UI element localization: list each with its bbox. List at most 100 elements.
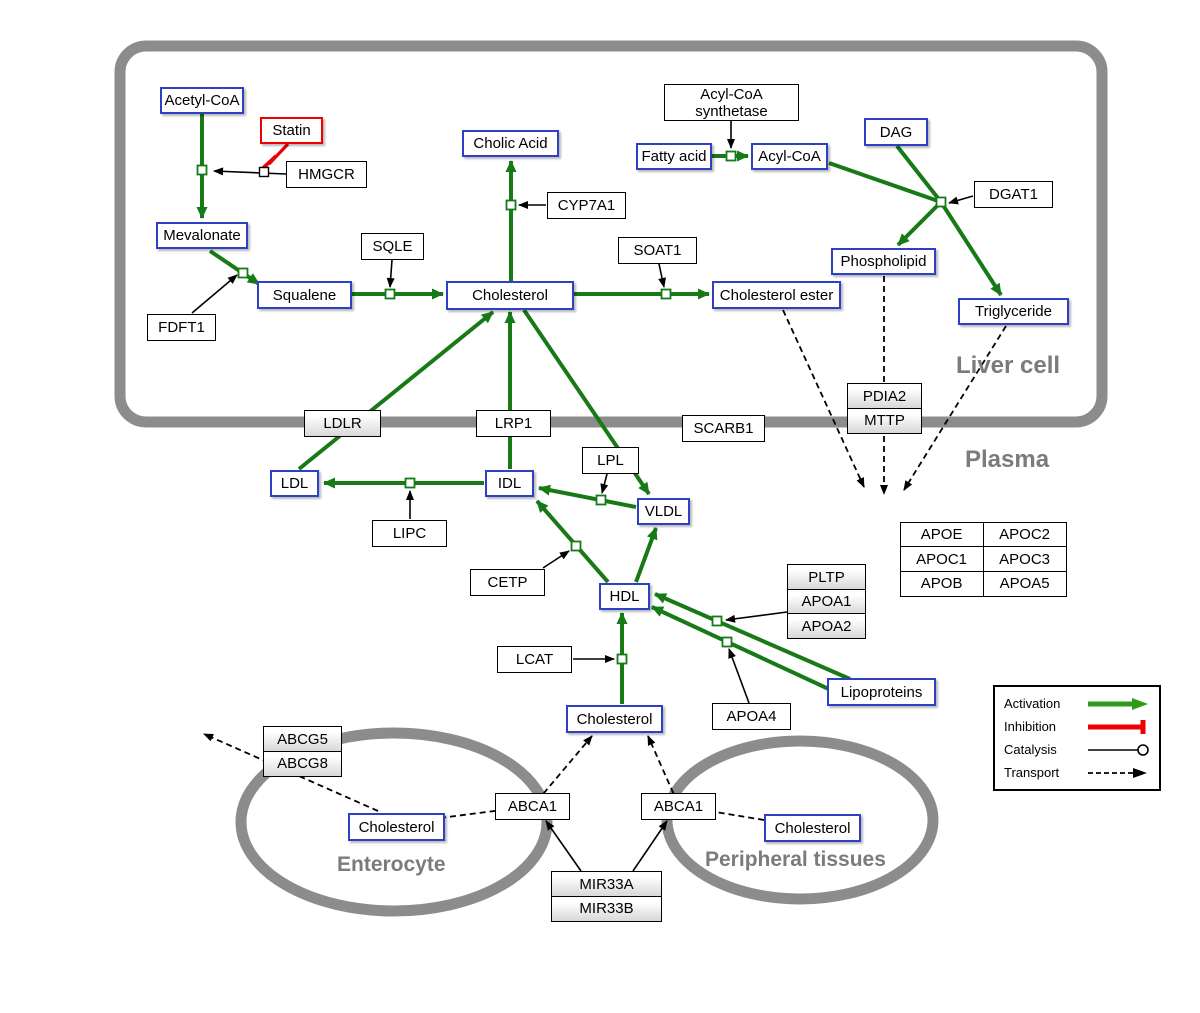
node-apoa2[interactable]: APOA2 bbox=[787, 613, 866, 640]
node-lipc[interactable]: LIPC bbox=[372, 520, 447, 547]
liver-cell-membrane bbox=[114, 40, 1108, 428]
node-cholesterol-liver[interactable]: Cholesterol bbox=[446, 281, 574, 310]
stack-abcg5-abcg8: ABCG5 ABCG8 bbox=[263, 726, 342, 777]
node-cholesterol-plasma[interactable]: Cholesterol bbox=[566, 705, 663, 733]
node-fdft1[interactable]: FDFT1 bbox=[147, 314, 216, 341]
node-fatty-acid[interactable]: Fatty acid bbox=[636, 143, 712, 170]
node-acyl-coa[interactable]: Acyl-CoA bbox=[751, 143, 828, 170]
node-pdia2[interactable]: PDIA2 bbox=[847, 383, 922, 409]
activation-arrow-icon bbox=[1088, 697, 1148, 710]
stack-pdia2-mttp: PDIA2 MTTP bbox=[847, 383, 922, 434]
node-apoc3[interactable]: APOC3 bbox=[982, 546, 1067, 573]
transport-cholesterol-ester-to-plasma bbox=[782, 309, 865, 488]
node-cholesterol-enterocyte[interactable]: Cholesterol bbox=[348, 813, 445, 841]
activation-mevalonate-to-squalene bbox=[208, 249, 261, 286]
node-lcat[interactable]: LCAT bbox=[497, 646, 572, 673]
anchor-cholesterol-cholic-acid bbox=[505, 199, 517, 211]
node-abca1-left[interactable]: ABCA1 bbox=[495, 793, 570, 820]
enterocyte-label: Enterocyte bbox=[337, 853, 446, 876]
node-cholesterol-ester[interactable]: Cholesterol ester bbox=[712, 281, 841, 309]
node-dag[interactable]: DAG bbox=[864, 118, 928, 146]
node-apoc2[interactable]: APOC2 bbox=[982, 521, 1067, 548]
anchor-lipoproteins-hdl-upper bbox=[711, 615, 723, 627]
legend-row-catalysis: Catalysis bbox=[1004, 742, 1150, 758]
node-idl[interactable]: IDL bbox=[485, 470, 534, 497]
node-phospholipid[interactable]: Phospholipid bbox=[831, 248, 936, 275]
node-statin[interactable]: Statin bbox=[260, 117, 323, 144]
catalysis-soat1 bbox=[658, 263, 666, 288]
node-ldlr[interactable]: LDLR bbox=[304, 410, 381, 437]
catalysis-mir33-to-abca1-left bbox=[545, 820, 582, 872]
catalysis-pltp-apoa1-apoa2 bbox=[725, 611, 788, 623]
node-lipoproteins[interactable]: Lipoproteins bbox=[827, 678, 936, 706]
node-sqle[interactable]: SQLE bbox=[361, 233, 424, 260]
legend-row-activation: Activation bbox=[1004, 696, 1150, 712]
node-cholic-acid[interactable]: Cholic Acid bbox=[462, 130, 559, 157]
node-vldl[interactable]: VLDL bbox=[637, 498, 690, 525]
anchor-statin-target bbox=[258, 166, 270, 178]
catalysis-sqle bbox=[386, 259, 395, 288]
legend-row-inhibition: Inhibition bbox=[1004, 719, 1150, 735]
node-acyl-coa-synthetase[interactable]: Acyl-CoA synthetase bbox=[664, 84, 799, 121]
catalysis-dgat1 bbox=[948, 195, 974, 205]
node-pltp[interactable]: PLTP bbox=[787, 564, 866, 590]
node-scarb1[interactable]: SCARB1 bbox=[682, 415, 765, 442]
stack-pltp-apoa1-apoa2: PLTP APOA1 APOA2 bbox=[787, 564, 866, 640]
node-soat1[interactable]: SOAT1 bbox=[618, 237, 697, 264]
node-abcg5[interactable]: ABCG5 bbox=[263, 726, 342, 752]
node-ldl[interactable]: LDL bbox=[270, 470, 319, 497]
activation-dag-to-dgat1-junction bbox=[895, 144, 943, 204]
activation-hdl-to-vldl bbox=[634, 527, 658, 583]
node-abcg8[interactable]: ABCG8 bbox=[263, 750, 342, 777]
node-hdl[interactable]: HDL bbox=[599, 583, 650, 610]
legend-transport-label: Transport bbox=[1004, 765, 1060, 780]
node-apoa5[interactable]: APOA5 bbox=[982, 570, 1067, 597]
node-triglyceride[interactable]: Triglyceride bbox=[958, 298, 1069, 325]
node-abca1-right[interactable]: ABCA1 bbox=[641, 793, 716, 820]
catalysis-apoa4 bbox=[728, 648, 750, 704]
node-apoe[interactable]: APOE bbox=[899, 521, 984, 548]
node-acetyl-coa[interactable]: Acetyl-CoA bbox=[160, 87, 244, 114]
node-mir33a[interactable]: MIR33A bbox=[551, 871, 662, 897]
stack-mir33: MIR33A MIR33B bbox=[551, 871, 662, 922]
node-dgat1[interactable]: DGAT1 bbox=[974, 181, 1053, 208]
node-apob[interactable]: APOB bbox=[899, 570, 984, 597]
node-apoa4[interactable]: APOA4 bbox=[712, 703, 791, 730]
transport-dashed-arrow-icon bbox=[1088, 767, 1147, 778]
catalysis-circle-icon bbox=[1088, 743, 1149, 756]
activation-ldl-via-ldlr-to-cholesterol bbox=[297, 310, 495, 471]
inhibition-tbar-icon bbox=[1088, 719, 1146, 734]
activation-junction-to-triglyceride bbox=[939, 200, 1003, 297]
node-squalene[interactable]: Squalene bbox=[257, 281, 352, 309]
anchor-lcat bbox=[616, 653, 628, 665]
anchor-mevalonate-squalene bbox=[237, 267, 249, 279]
node-hmgcr[interactable]: HMGCR bbox=[286, 161, 367, 188]
catalysis-mir33-to-abca1-right bbox=[632, 820, 668, 872]
peripheral-tissues-membrane bbox=[661, 735, 939, 905]
catalysis-cetp bbox=[542, 550, 570, 569]
legend: Activation Inhibition Catalysis Transpor… bbox=[993, 685, 1161, 791]
legend-activation-label: Activation bbox=[1004, 696, 1061, 711]
anchor-fatty-acid-acyl-coa bbox=[725, 150, 737, 162]
activation-vldl-to-idl bbox=[538, 484, 637, 509]
node-lpl[interactable]: LPL bbox=[582, 447, 639, 474]
node-mttp[interactable]: MTTP bbox=[847, 407, 922, 434]
node-mevalonate[interactable]: Mevalonate bbox=[156, 222, 248, 249]
anchor-dgat1-junction bbox=[935, 196, 947, 208]
plasma-label: Plasma bbox=[965, 446, 1050, 473]
node-mir33b[interactable]: MIR33B bbox=[551, 895, 662, 922]
catalysis-fdft1 bbox=[191, 274, 238, 314]
node-cetp[interactable]: CETP bbox=[470, 569, 545, 596]
node-cyp7a1[interactable]: CYP7A1 bbox=[547, 192, 626, 219]
liver-cell-label: Liver cell bbox=[956, 352, 1061, 379]
anchor-idl-ldl bbox=[404, 477, 416, 489]
anchor-squalene-cholesterol bbox=[384, 288, 396, 300]
node-apoa1[interactable]: APOA1 bbox=[787, 588, 866, 615]
node-lrp1[interactable]: LRP1 bbox=[476, 410, 551, 437]
activation-acyl-coa-to-dgat1-junction bbox=[828, 161, 942, 204]
peripheral-tissues-label: Peripheral tissues bbox=[705, 848, 886, 871]
catalysis-hmgcr bbox=[213, 167, 287, 176]
node-apoc1[interactable]: APOC1 bbox=[899, 546, 984, 573]
node-cholesterol-peripheral[interactable]: Cholesterol bbox=[764, 814, 861, 842]
